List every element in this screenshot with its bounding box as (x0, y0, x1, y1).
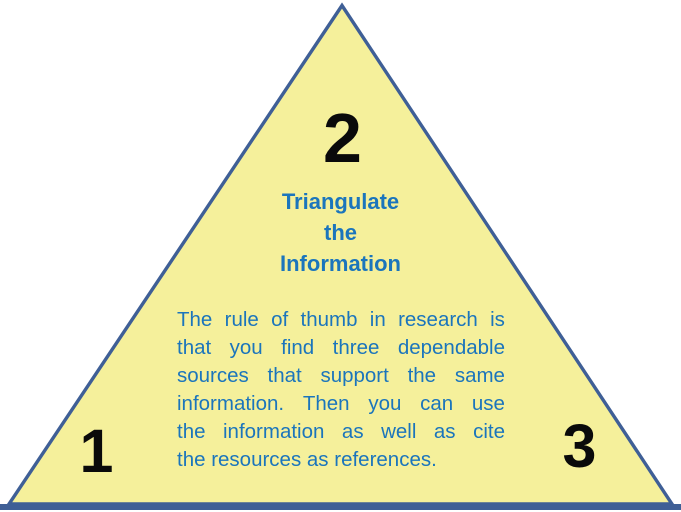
label-number-2: 2 (323, 99, 362, 177)
heading-triangulate-the-information: Triangulate the Information (0, 186, 681, 279)
heading-line-2: the (324, 220, 357, 245)
heading-line-3: Information (280, 251, 401, 276)
paragraph-line: the resources as references. (177, 448, 437, 471)
label-number-1: 1 (79, 417, 114, 485)
label-number-3: 3 (562, 412, 597, 480)
heading-line-1: Triangulate (281, 189, 400, 214)
